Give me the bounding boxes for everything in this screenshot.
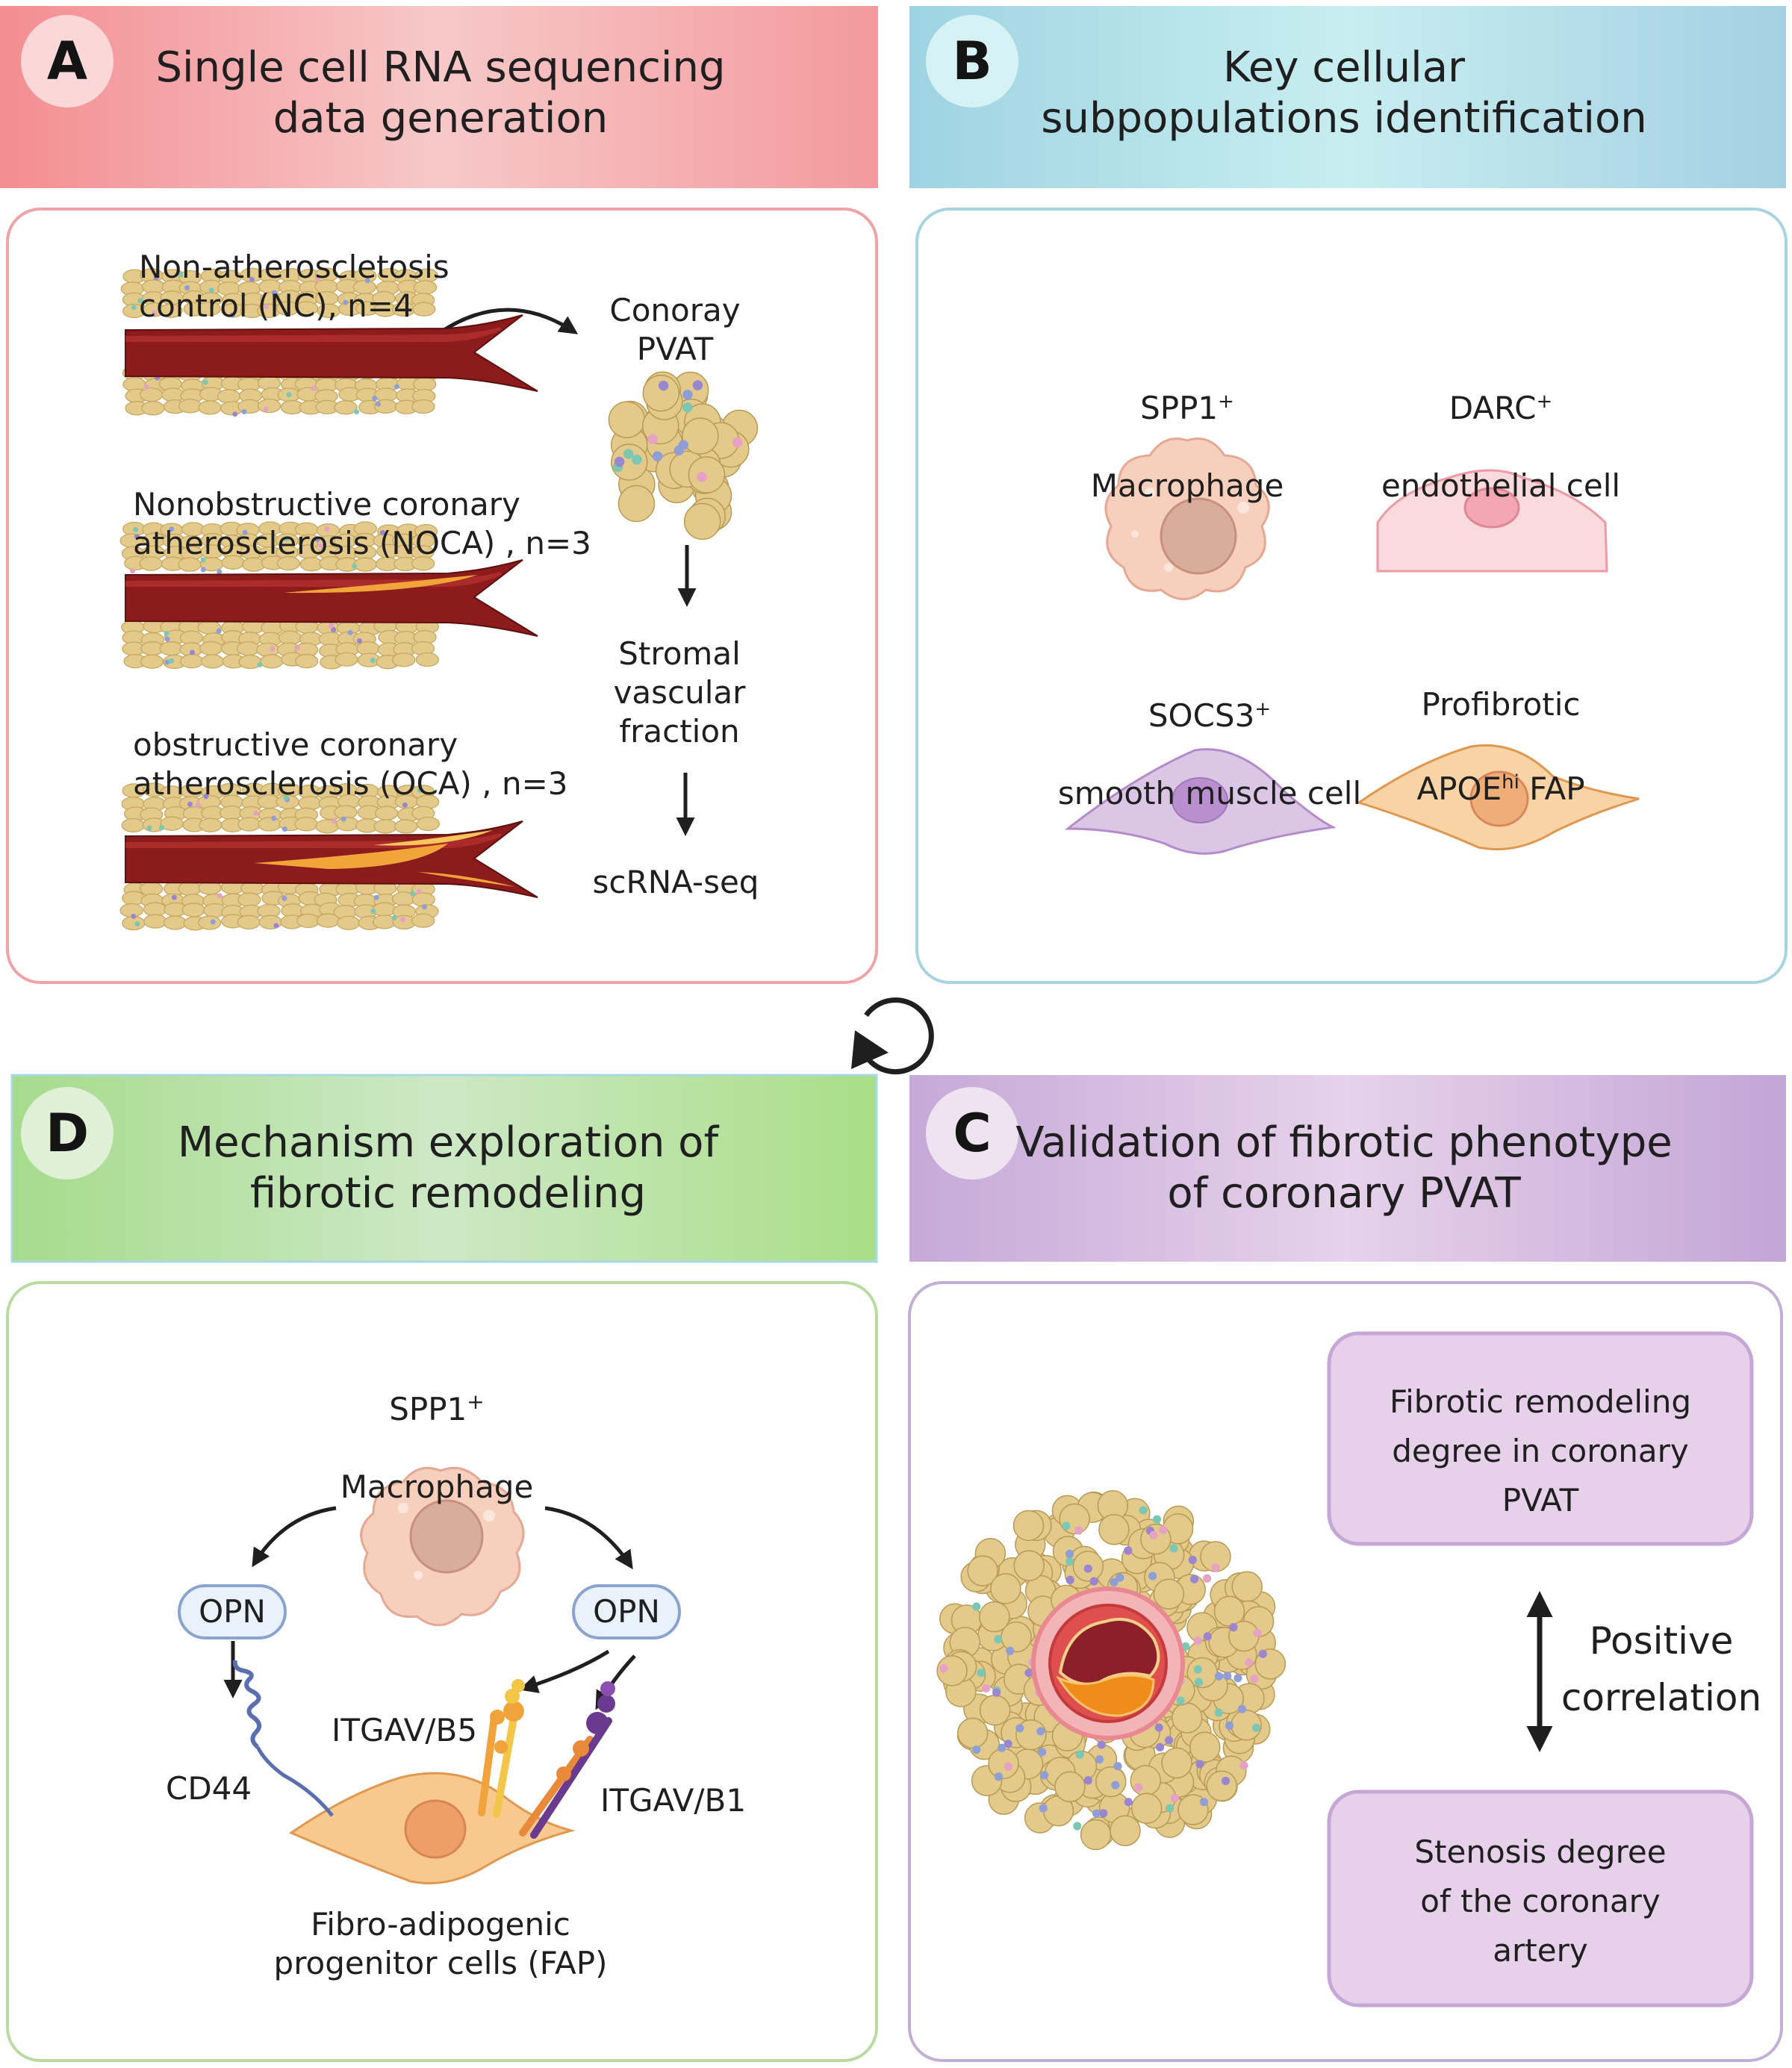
opn-right-pill xyxy=(572,1584,681,1639)
panel-c-artwork xyxy=(936,1331,1754,2008)
panel-b-letter: B xyxy=(926,15,1018,108)
header-band-b xyxy=(909,6,1786,188)
arrow-mac-to-opn-right-icon xyxy=(544,1506,633,1570)
panel-d-letter: D xyxy=(21,1087,113,1180)
panel-c-title: Validation of fibrotic phenotype of coro… xyxy=(1015,1118,1673,1218)
fibrotic-remodeling-text: Fibrotic remodeling degree in coronary P… xyxy=(1390,1383,1691,1519)
opn-left-pill xyxy=(178,1584,287,1639)
arrow-opn-to-b5-icon xyxy=(519,1649,610,1693)
panel-b-artwork xyxy=(1064,437,1640,855)
pvat-cluster-icon xyxy=(608,371,759,541)
oca-label: obstructive coronary atherosclerosis (OC… xyxy=(133,726,568,802)
panel-a-letter: A xyxy=(21,15,113,108)
positive-correlation-label: Positive correlation xyxy=(1561,1619,1762,1719)
itgav-b5-receptor-icon xyxy=(478,1679,525,1818)
header-band-d xyxy=(10,1074,878,1263)
pvat-label: Conoray PVAT xyxy=(609,292,741,367)
panel-c-letter: C xyxy=(926,1087,1018,1180)
darc-endothelial-label: DARC+ endothelial cell xyxy=(1381,390,1621,504)
cycle-arrow-icon xyxy=(851,997,934,1075)
fap-label: Fibro-adipogenic progenitor cells (FAP) xyxy=(273,1906,608,1981)
cd44-receptor-icon xyxy=(232,1660,334,1817)
vessel-tissue-2 xyxy=(119,521,538,670)
stenosis-degree-text: Stenosis degree of the coronary artery xyxy=(1414,1834,1667,1969)
svf-label: Stromal vascular fraction xyxy=(613,635,746,750)
opn-left-label: OPN xyxy=(199,1593,266,1630)
itgav-b1-receptor-icon xyxy=(519,1681,615,1839)
profibrotic-fap-label: Profibrotic APOEhi FAP xyxy=(1416,686,1585,807)
header-band-a xyxy=(0,6,878,188)
nc-label: Non-atheroscletosis control (NC), n=4 xyxy=(139,249,449,324)
cd44-label: CD44 xyxy=(166,1770,252,1807)
stenosis-degree-box xyxy=(1327,1790,1754,2008)
d-macrophage-label: SPP1+ Macrophage xyxy=(340,1389,534,1505)
panel-b-title: Key cellular subpopulations identificati… xyxy=(1041,43,1647,143)
panel-d-title: Mechanism exploration of fibrotic remode… xyxy=(177,1118,719,1218)
scrna-seq-label: scRNA-seq xyxy=(592,864,759,900)
panel-a-title: Single cell RNA sequencing data generati… xyxy=(155,43,726,143)
itgav-b5-label: ITGAV/B5 xyxy=(332,1712,478,1748)
arrow-mac-to-opn-left-icon xyxy=(252,1506,337,1568)
panel-a-artwork xyxy=(119,267,759,931)
panel-b-box xyxy=(915,208,1788,984)
panel-d-box xyxy=(6,1281,878,2062)
noca-label: Nonobstructive coronary atherosclerosis … xyxy=(133,486,591,561)
header-band-c xyxy=(909,1075,1786,1262)
itgav-b1-label: ITGAV/B1 xyxy=(600,1782,747,1819)
opn-right-label: OPN xyxy=(593,1593,660,1630)
spp1-macrophage-label: SPP1+ Macrophage xyxy=(1090,390,1284,504)
panel-d-artwork xyxy=(178,1466,681,1884)
socs3-smooth-muscle-label: SOCS3+ smooth muscle cell xyxy=(1057,697,1362,812)
vessel-tissue-3 xyxy=(119,782,538,931)
vessel-tissue-1 xyxy=(120,267,538,417)
arrow-to-pvat-icon xyxy=(439,308,579,334)
fibrotic-remodeling-box xyxy=(1327,1331,1754,1546)
coronary-cross-section-icon xyxy=(936,1490,1287,1851)
